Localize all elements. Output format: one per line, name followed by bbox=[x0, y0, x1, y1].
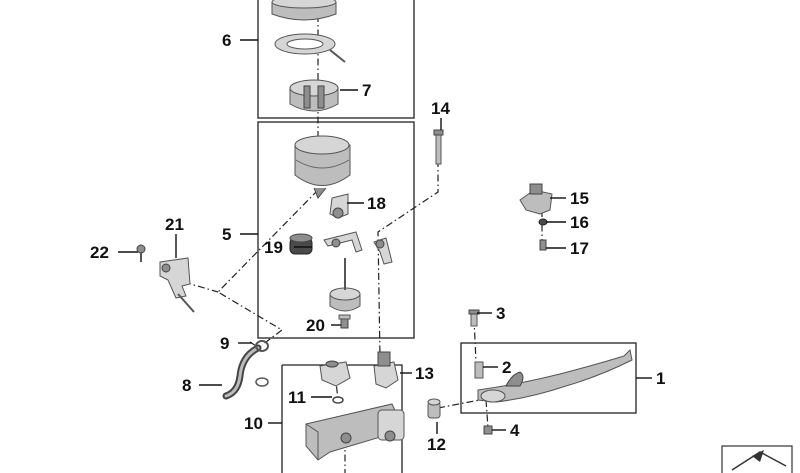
axis-bolt-14 bbox=[377, 160, 439, 359]
lower-cup-part bbox=[329, 258, 361, 312]
bolt-bracket-part bbox=[373, 237, 393, 265]
callout-5: 5 bbox=[222, 225, 231, 244]
screw-22-part bbox=[136, 244, 146, 262]
callout-2: 2 bbox=[502, 358, 511, 377]
callout-3: 3 bbox=[496, 304, 505, 323]
frame-group-6 bbox=[257, 0, 415, 119]
axis-part-4 bbox=[485, 399, 489, 429]
callout-22: 22 bbox=[90, 243, 109, 262]
callout-19: 19 bbox=[264, 238, 283, 257]
washer-16-part bbox=[538, 218, 548, 226]
banjo-fitting-part bbox=[319, 360, 351, 387]
float-part bbox=[289, 79, 339, 112]
leader-lines bbox=[118, 39, 652, 434]
callout-20: 20 bbox=[306, 316, 325, 335]
small-screw-20-part bbox=[338, 314, 351, 329]
callout-6: 6 bbox=[222, 31, 231, 50]
callout-16: 16 bbox=[570, 213, 589, 232]
sensor-15-part bbox=[519, 183, 553, 215]
fitting-13-part bbox=[373, 351, 399, 389]
view-arrow-icon bbox=[721, 445, 793, 473]
master-cylinder-10-part bbox=[305, 403, 405, 461]
reservoir-body-part bbox=[294, 135, 351, 199]
lever-1-part bbox=[477, 348, 633, 403]
callout-12: 12 bbox=[427, 435, 446, 454]
callout-labels: 6 7 5 18 19 20 14 15 16 17 21 22 8 9 10 … bbox=[90, 31, 665, 454]
bolt-3-part bbox=[468, 309, 480, 327]
grommet-part bbox=[289, 233, 313, 255]
callout-18: 18 bbox=[367, 194, 386, 213]
screw-17-part bbox=[539, 239, 547, 251]
mirror-bracket-21-part bbox=[159, 257, 195, 313]
callout-9: 9 bbox=[220, 334, 229, 353]
reservoir-cap-part bbox=[271, 0, 337, 21]
diaphragm-ring-part bbox=[274, 33, 346, 63]
callout-4: 4 bbox=[510, 421, 520, 440]
o-ring-11-part bbox=[332, 396, 344, 404]
bushing-12-part bbox=[427, 398, 441, 419]
callout-21: 21 bbox=[165, 215, 184, 234]
clip-bracket-part bbox=[329, 193, 349, 219]
reservoir-bracket-part bbox=[323, 231, 363, 253]
bolt-14-part bbox=[433, 129, 444, 165]
callout-14: 14 bbox=[431, 99, 450, 118]
callout-17: 17 bbox=[570, 239, 589, 258]
callout-13: 13 bbox=[415, 364, 434, 383]
callout-8: 8 bbox=[182, 376, 191, 395]
callout-11: 11 bbox=[288, 388, 306, 407]
axis-hose bbox=[217, 189, 319, 346]
callout-15: 15 bbox=[570, 189, 589, 208]
nut-4-part bbox=[483, 425, 493, 435]
clamp-9-part bbox=[255, 340, 269, 352]
frame-group-5 bbox=[257, 121, 415, 339]
callout-7: 7 bbox=[362, 81, 371, 100]
callout-10: 10 bbox=[244, 414, 263, 433]
pin-2-part bbox=[474, 361, 484, 379]
callout-1: 1 bbox=[656, 369, 665, 388]
hose-8-part bbox=[222, 344, 269, 400]
